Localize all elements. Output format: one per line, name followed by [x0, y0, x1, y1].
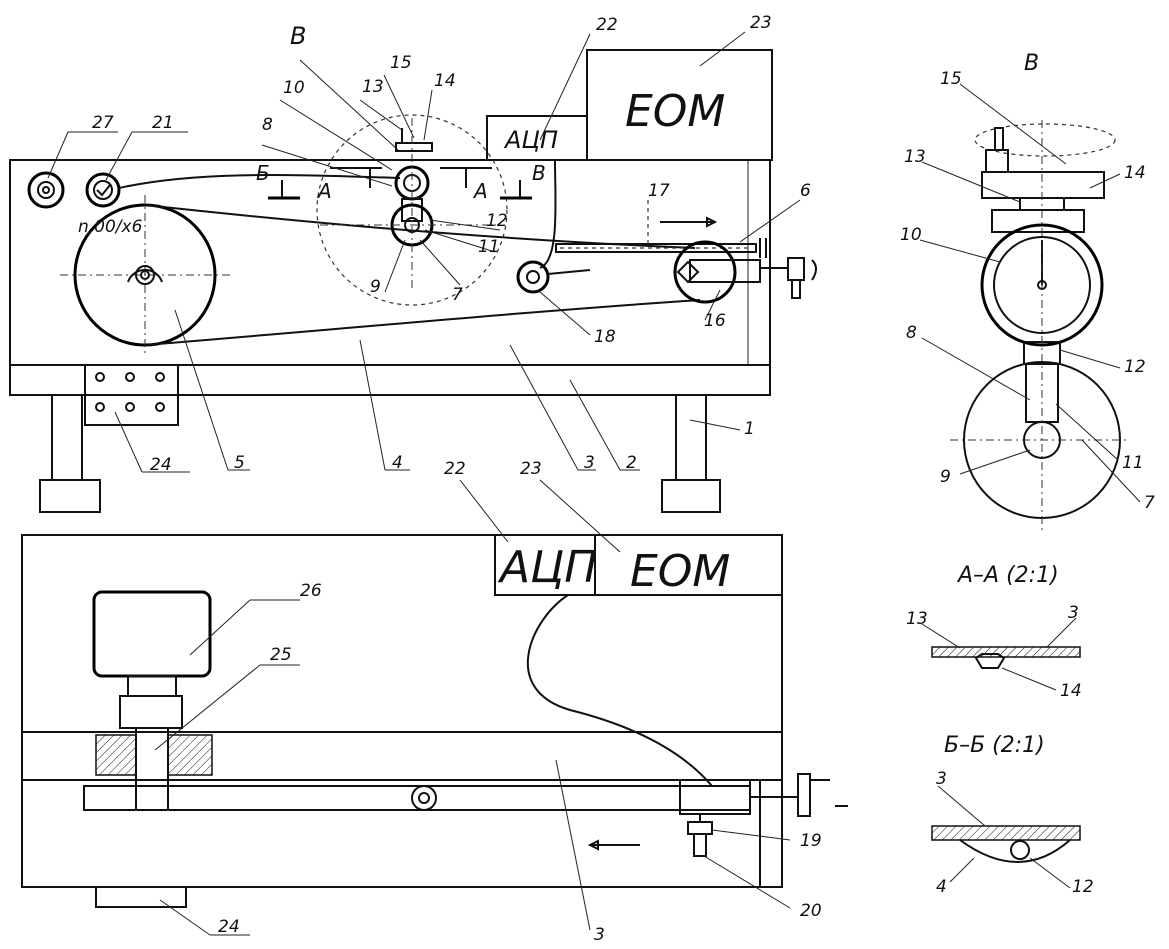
reel-27	[27, 171, 65, 209]
callout-14b: 14	[1124, 163, 1146, 183]
view-mark-b-top: В	[290, 22, 306, 50]
callout-3d: 3	[936, 769, 947, 789]
callout-25: 25	[270, 645, 292, 665]
callout-12: 12	[486, 211, 508, 231]
callout-8b: 8	[906, 323, 917, 343]
callout-2: 2	[626, 453, 637, 473]
pulley-16	[673, 240, 737, 304]
callout-24a: 24	[150, 455, 172, 475]
callout-17: 17	[648, 181, 670, 201]
top-view: АЦП ЕОМ	[21, 459, 848, 945]
belt-top	[83, 785, 751, 811]
motor-26	[92, 590, 212, 678]
belt-upper	[144, 204, 696, 249]
computer-box	[586, 49, 773, 161]
callout-10b: 10	[900, 225, 922, 245]
callout-14c: 14	[1060, 681, 1082, 701]
section-mark-b-right: В	[532, 161, 546, 185]
callout-3c: 3	[1068, 603, 1079, 623]
callout-3a: 3	[584, 453, 595, 473]
callout-5: 5	[234, 453, 245, 473]
callout-8: 8	[262, 115, 273, 135]
callout-4b: 4	[936, 877, 947, 897]
front-view: АЦП ЕОМ n 00/x6	[9, 13, 817, 513]
callout-11b: 11	[1122, 453, 1144, 473]
leg-right	[675, 394, 707, 481]
detail-view-title: В	[1024, 51, 1039, 76]
reel-21	[85, 172, 121, 208]
leg-left	[51, 394, 83, 481]
detail-view-b: В 15 13 14 10 8 12	[900, 51, 1155, 530]
callout-11: 11	[478, 237, 500, 257]
callout-23: 23	[750, 13, 772, 33]
callout-21: 21	[152, 113, 174, 133]
roller-18	[516, 260, 550, 294]
leaders-detail	[919, 83, 1141, 503]
control-panel	[84, 364, 179, 426]
callout-27: 27	[92, 113, 114, 133]
panel-24-top	[95, 886, 187, 908]
dial-face	[980, 223, 1104, 347]
callout-24b: 24	[218, 917, 240, 937]
callout-4: 4	[392, 453, 403, 473]
callout-20: 20	[800, 901, 822, 921]
section-mark-a-right: A	[472, 179, 488, 203]
belt-lower	[144, 299, 701, 346]
computer-label: ЕОМ	[625, 86, 725, 137]
foot-left	[39, 479, 101, 513]
section-bb-title: Б–Б (2:1)	[944, 733, 1045, 758]
callout-13b: 13	[904, 147, 926, 167]
callout-7: 7	[452, 285, 463, 305]
callout-12b: 12	[1124, 357, 1146, 377]
callout-6: 6	[800, 181, 811, 201]
callout-19: 19	[800, 831, 822, 851]
callout-15: 15	[390, 53, 412, 73]
callout-22: 22	[596, 15, 618, 35]
callout-13: 13	[362, 77, 384, 97]
computer-box-top	[594, 534, 783, 596]
top-frame	[21, 534, 783, 888]
shaft-25	[135, 727, 169, 811]
panel-buttons	[95, 372, 165, 412]
speed-note: n 00/x6	[78, 217, 143, 237]
callout-13c: 13	[906, 609, 928, 629]
callout-14: 14	[434, 71, 456, 91]
callout-18: 18	[594, 327, 616, 347]
leaders-top	[154, 479, 791, 936]
callout-10: 10	[283, 78, 305, 98]
callout-26: 26	[300, 581, 322, 601]
callout-1: 1	[744, 419, 755, 439]
rack-6	[555, 243, 757, 253]
leaders-front	[47, 31, 801, 473]
adc-label: АЦП	[503, 126, 558, 154]
callout-12c: 12	[1072, 877, 1094, 897]
callout-23b: 23	[520, 459, 542, 479]
front-base-beam	[9, 364, 771, 396]
section-mark-a-left: A	[316, 179, 332, 203]
section-aa-title: A–A (2:1)	[956, 563, 1059, 588]
callout-3b: 3	[594, 925, 605, 945]
section-aa: A–A (2:1) 13 3 14	[906, 563, 1082, 701]
callout-7b: 7	[1144, 493, 1155, 513]
callout-9: 9	[370, 277, 381, 297]
callout-22b: 22	[444, 459, 466, 479]
computer-label-top: ЕОМ	[630, 546, 730, 597]
callout-9b: 9	[940, 467, 951, 487]
callout-16: 16	[704, 311, 726, 331]
section-mark-b-left: Б	[256, 161, 270, 185]
callout-15b: 15	[940, 69, 962, 89]
adc-label-top: АЦП	[497, 542, 597, 593]
foot-right	[661, 479, 721, 513]
section-bb: Б–Б (2:1) 3 4 12	[931, 733, 1094, 897]
